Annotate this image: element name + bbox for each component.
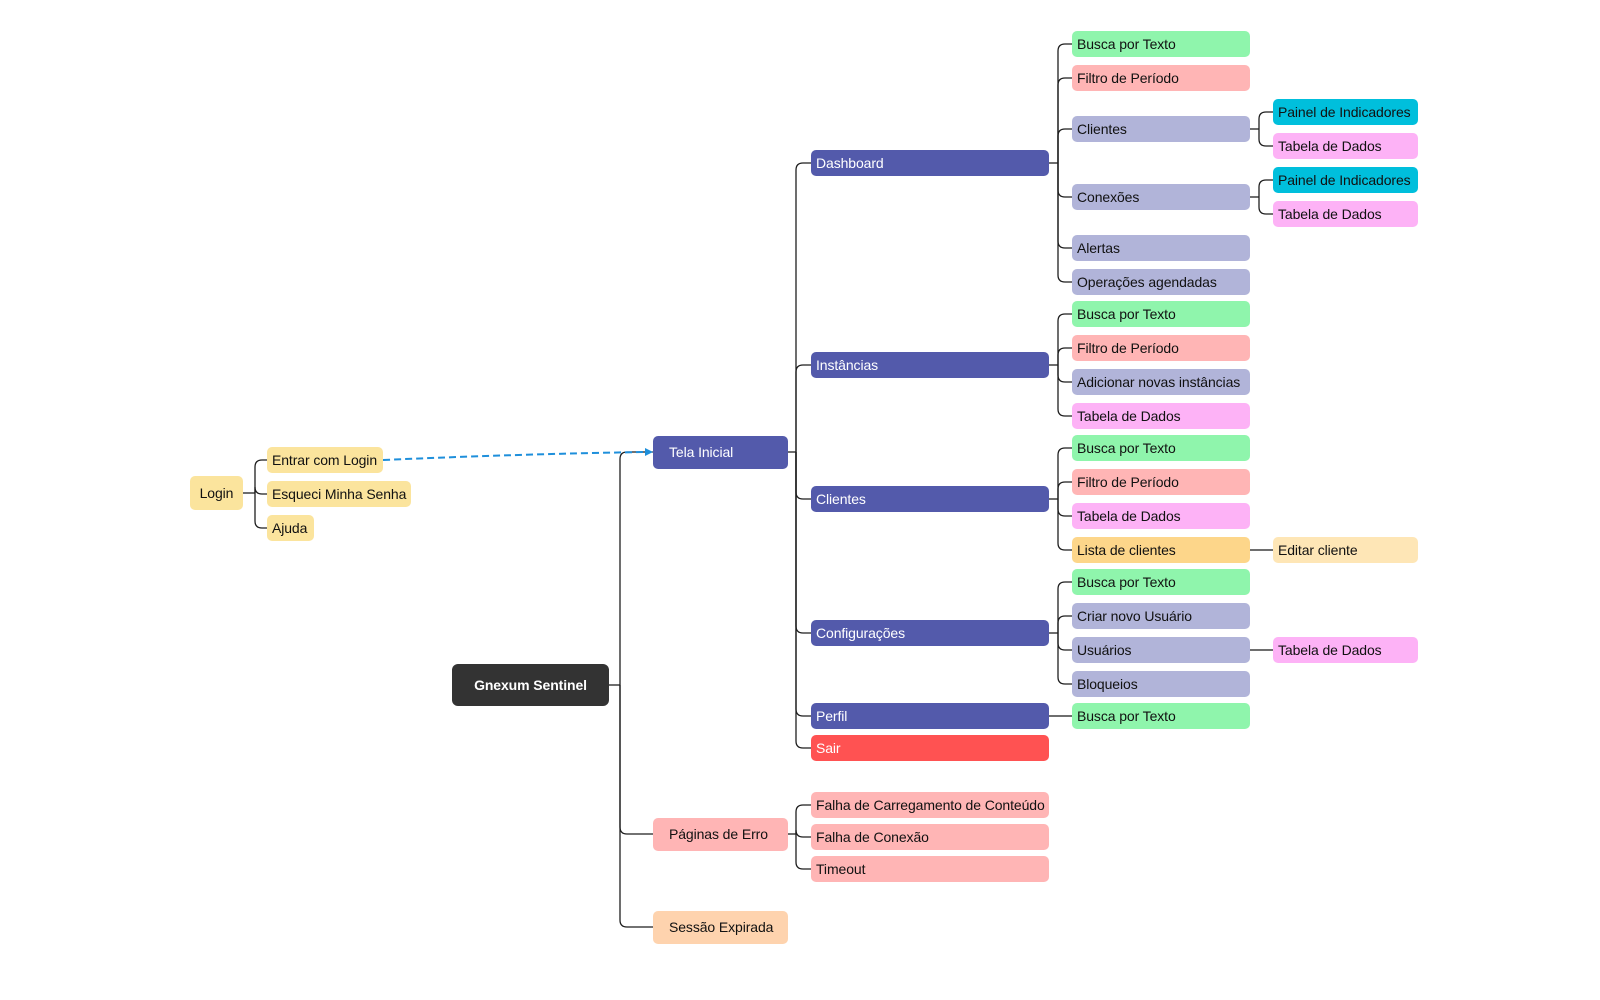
- login-links-link-0: [254, 459, 267, 493]
- node-clientes[interactable]: Clientes: [811, 486, 1049, 512]
- tela-links-link-0: [795, 162, 811, 452]
- node-clientes-busca[interactable]: Busca por Texto: [1072, 435, 1250, 461]
- node-root[interactable]: Gnexum Sentinel: [452, 664, 609, 706]
- instancias-links-link-2: [1057, 365, 1072, 383]
- node-instancias-adicionar[interactable]: Adicionar novas instâncias: [1072, 369, 1250, 395]
- instancias-links-link-3: [1057, 365, 1072, 417]
- tela-links-link-5: [795, 452, 811, 749]
- node-timeout[interactable]: Timeout: [811, 856, 1049, 882]
- dashboard-links-link-3: [1057, 163, 1072, 198]
- node-dashboard-clientes-painel[interactable]: Painel de Indicadores: [1273, 99, 1418, 125]
- clientes-links-link-1: [1057, 481, 1072, 499]
- clientes-links-link-3: [1057, 499, 1072, 551]
- clientes-links-link-2: [1057, 499, 1072, 517]
- instancias-links-link-1: [1057, 347, 1072, 365]
- node-perfil[interactable]: Perfil: [811, 703, 1049, 729]
- node-config-bloqueios[interactable]: Bloqueios: [1072, 671, 1250, 697]
- config-links-link-0: [1057, 581, 1072, 633]
- node-instancias-busca[interactable]: Busca por Texto: [1072, 301, 1250, 327]
- node-perfil-busca[interactable]: Busca por Texto: [1072, 703, 1250, 729]
- node-falha-carregamento[interactable]: Falha de Carregamento de Conteúdo: [811, 792, 1049, 818]
- node-sessao-expirada[interactable]: Sessão Expirada: [653, 910, 788, 944]
- node-dashboard-conexoes[interactable]: Conexões: [1072, 184, 1250, 210]
- node-dashboard[interactable]: Dashboard: [811, 150, 1049, 176]
- login-to-tela-arrow: [382, 451, 647, 461]
- root-links-link-1: [619, 685, 653, 835]
- node-config-busca[interactable]: Busca por Texto: [1072, 569, 1250, 595]
- node-config-criar[interactable]: Criar novo Usuário: [1072, 603, 1250, 629]
- node-clientes-lista[interactable]: Lista de clientes: [1072, 537, 1250, 563]
- erro-links-link-0: [795, 804, 811, 834]
- dashboard-links-link-1: [1057, 77, 1072, 163]
- node-esqueci-minha-senha[interactable]: Esqueci Minha Senha: [267, 481, 411, 507]
- dashboard-links-link-4: [1057, 163, 1072, 249]
- node-config-usuarios[interactable]: Usuários: [1072, 637, 1250, 663]
- node-clientes-filtro[interactable]: Filtro de Período: [1072, 469, 1250, 495]
- dash-conexoes-links-link-0: [1258, 179, 1273, 197]
- node-login[interactable]: Login: [190, 476, 243, 510]
- tela-links-link-1: [795, 364, 811, 452]
- node-dashboard-clientes-tabela[interactable]: Tabela de Dados: [1273, 133, 1418, 159]
- tela-links-link-3: [795, 452, 811, 634]
- node-dashboard-conexoes-tabela[interactable]: Tabela de Dados: [1273, 201, 1418, 227]
- login-links-link-1: [254, 486, 267, 495]
- node-entrar-com-login[interactable]: Entrar com Login: [267, 447, 383, 473]
- dash-conexoes-links-link-1: [1258, 197, 1273, 215]
- node-instancias-filtro[interactable]: Filtro de Período: [1072, 335, 1250, 361]
- node-instancias-tabela[interactable]: Tabela de Dados: [1072, 403, 1250, 429]
- root-links-link-2: [619, 685, 653, 928]
- tela-links-link-2: [795, 452, 811, 500]
- node-config-usuarios-tabela[interactable]: Tabela de Dados: [1273, 637, 1418, 663]
- node-paginas-de-erro[interactable]: Páginas de Erro: [653, 817, 788, 851]
- dashboard-links-link-2: [1057, 128, 1072, 163]
- node-dashboard-alertas[interactable]: Alertas: [1072, 235, 1250, 261]
- erro-links-link-1: [795, 829, 811, 838]
- node-ajuda[interactable]: Ajuda: [267, 515, 314, 541]
- erro-links-link-2: [795, 834, 811, 870]
- clientes-links-link-0: [1057, 447, 1072, 499]
- dashboard-links-link-5: [1057, 163, 1072, 283]
- node-dashboard-filtro[interactable]: Filtro de Período: [1072, 65, 1250, 91]
- node-tela-inicial[interactable]: Tela Inicial: [653, 435, 788, 469]
- node-instancias[interactable]: Instâncias: [811, 352, 1049, 378]
- node-sair[interactable]: Sair: [811, 735, 1049, 761]
- config-links-link-3: [1057, 633, 1072, 685]
- instancias-links-link-0: [1057, 313, 1072, 365]
- node-dashboard-operacoes[interactable]: Operações agendadas: [1072, 269, 1250, 295]
- login-links-link-2: [254, 493, 267, 529]
- node-dashboard-busca[interactable]: Busca por Texto: [1072, 31, 1250, 57]
- node-dashboard-conexoes-painel[interactable]: Painel de Indicadores: [1273, 167, 1418, 193]
- config-links-link-2: [1057, 633, 1072, 651]
- node-clientes-editar[interactable]: Editar cliente: [1273, 537, 1418, 563]
- dashboard-links-link-0: [1057, 43, 1072, 163]
- tela-links-link-4: [795, 452, 811, 717]
- arrowhead-icon: [645, 448, 653, 456]
- root-links-link-0: [619, 451, 653, 685]
- node-falha-conexao[interactable]: Falha de Conexão: [811, 824, 1049, 850]
- node-clientes-tabela[interactable]: Tabela de Dados: [1072, 503, 1250, 529]
- dash-clientes-links-link-1: [1258, 129, 1273, 147]
- config-links-link-1: [1057, 615, 1072, 633]
- node-dashboard-clientes[interactable]: Clientes: [1072, 116, 1250, 142]
- dash-clientes-links-link-0: [1258, 111, 1273, 129]
- node-configuracoes[interactable]: Configurações: [811, 620, 1049, 646]
